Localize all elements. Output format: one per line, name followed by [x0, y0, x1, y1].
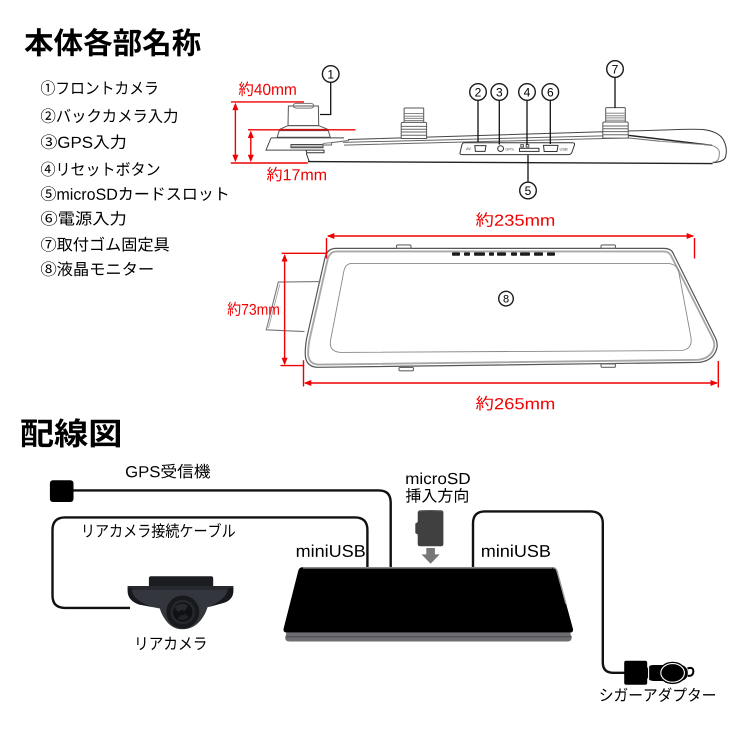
- svg-text:GPS: GPS: [505, 146, 514, 151]
- svg-text:7: 7: [612, 62, 619, 76]
- svg-text:6: 6: [547, 85, 554, 99]
- svg-text:8: 8: [503, 294, 509, 306]
- svg-text:4: 4: [524, 85, 531, 99]
- svg-text:5: 5: [525, 184, 532, 198]
- svg-text:AV: AV: [466, 146, 471, 151]
- svg-text:2: 2: [475, 85, 482, 99]
- svg-text:3: 3: [496, 85, 503, 99]
- svg-text:USB: USB: [560, 146, 569, 151]
- svg-text:1: 1: [327, 67, 334, 81]
